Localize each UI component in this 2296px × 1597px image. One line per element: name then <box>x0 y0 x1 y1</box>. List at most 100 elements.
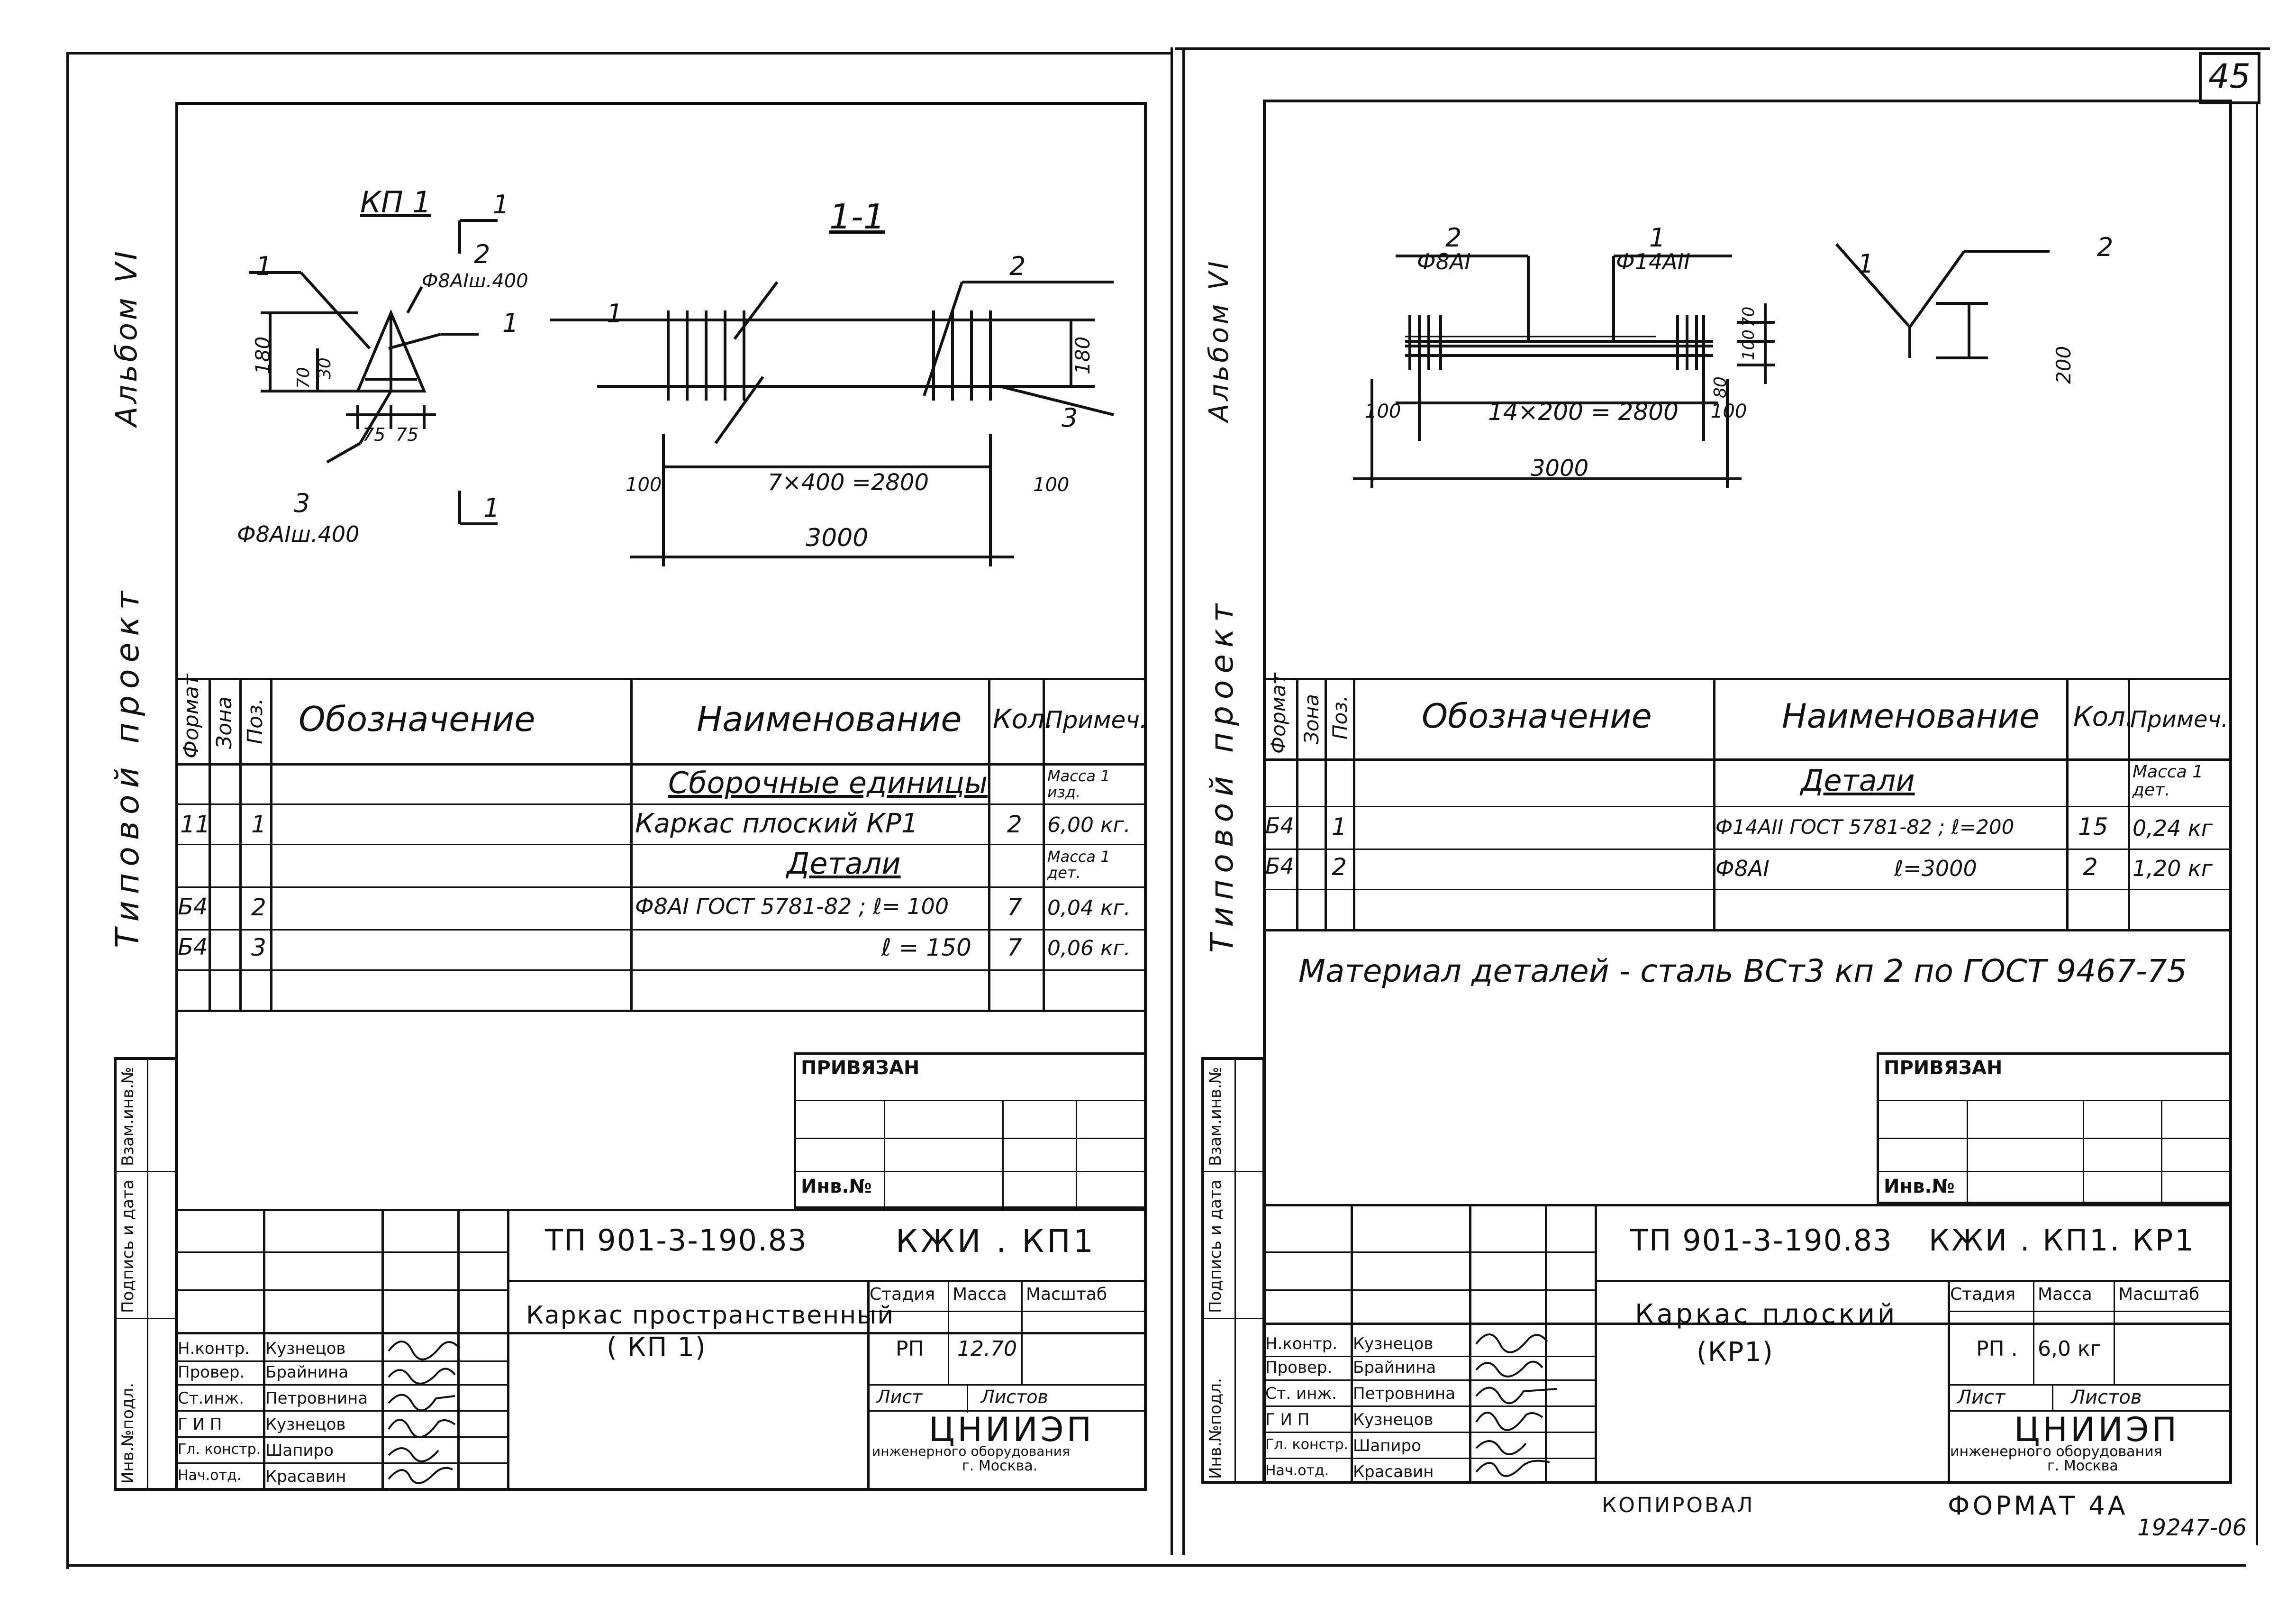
left-side-strip <box>114 1057 178 1491</box>
left-role-2: Ст.инж. <box>178 1389 245 1408</box>
left-person-0: Кузнецов <box>265 1339 346 1358</box>
right-title-2: (КР1) <box>1697 1337 1774 1368</box>
left-doc-code: ТП 901-3-190.83 <box>545 1223 808 1258</box>
row3-format: Б4 <box>178 894 208 920</box>
row3-note: 0,04 кг. <box>1047 896 1131 920</box>
r-row1-note: 0,24 кг <box>2133 815 2213 841</box>
r-hdr-designation: Обозначение <box>1422 697 1652 736</box>
r-row1-name: Ф14АII ГОСТ 5781-82 ; ℓ=200 <box>1715 815 2015 839</box>
label-1b: 1 <box>502 308 519 338</box>
row4-pos: 3 <box>251 934 266 961</box>
r-bar-note-right: Ф14АII <box>1616 249 1690 274</box>
left-role-0: Н.контр. <box>178 1339 250 1358</box>
r-row1-qty: 15 <box>2078 813 2108 840</box>
left-stage: РП <box>896 1337 924 1361</box>
r-hdr-note: Примеч. <box>2130 706 2229 733</box>
r-label-2a: 2 <box>1445 223 1462 253</box>
left-org-name: ЦНИИЭП <box>929 1410 1095 1449</box>
label-3b: 3 <box>294 488 310 518</box>
right-side-inv-replace: Взам.инв.№ <box>1206 1067 1225 1166</box>
right-sheet-code: КЖИ . КП1. КР1 <box>1929 1223 2196 1258</box>
row1-format: 11 <box>180 811 210 838</box>
right-sheet-label: Лист <box>1957 1387 2006 1408</box>
r-hdr-zone: Зона <box>1300 694 1323 744</box>
right-person-0: Кузнецов <box>1353 1334 1434 1353</box>
page-fold-left <box>1171 47 1173 1555</box>
r-row2-format: Б4 <box>1265 853 1294 879</box>
r-bar-note-left: Ф8АI <box>1417 249 1471 274</box>
section-title: 1-1 <box>829 197 885 237</box>
row4-format: Б4 <box>178 934 208 960</box>
r-label-2b: 2 <box>2097 232 2114 262</box>
r-dim-100: 100 <box>1739 329 1758 360</box>
dim-3000: 3000 <box>806 524 869 552</box>
row4-qty: 7 <box>1007 934 1022 961</box>
right-drawing <box>1353 243 2050 488</box>
hdr-format: Формат <box>179 674 203 758</box>
row2-name: Детали <box>787 846 901 881</box>
right-role-4: Гл. констр. <box>1265 1436 1349 1453</box>
r-row2-note: 1,20 кг <box>2133 856 2213 881</box>
left-person-1: Брайнина <box>265 1363 349 1382</box>
left-role-3: Г И П <box>178 1415 222 1434</box>
row1-note: 6,00 кг. <box>1047 813 1131 837</box>
left-person-5: Красавин <box>265 1467 346 1486</box>
row0-name: Сборочные единицы <box>668 766 988 800</box>
left-role-4: Гл. констр. <box>178 1441 261 1458</box>
side-signature-date: Подпись и дата <box>118 1179 137 1313</box>
right-frame <box>1263 100 2232 1484</box>
hdr-qty: Кол. <box>993 704 1053 735</box>
dim-180-left: 180 <box>251 336 274 374</box>
page-bottom-edge <box>66 1564 2246 1567</box>
right-side-strip <box>1201 1057 1265 1484</box>
side-label-album: Альбом VI <box>109 248 144 427</box>
right-stage: РП . <box>1976 1337 2018 1361</box>
left-drawing <box>249 219 1114 566</box>
right-title-1: Каркас плоский <box>1635 1299 1898 1330</box>
right-doc-code: ТП 901-3-190.83 <box>1630 1223 1893 1258</box>
page-right-edge <box>2256 104 2258 1545</box>
label-1d: 1 <box>607 299 623 329</box>
right-side-label-project: Типовой проект <box>1204 597 1240 953</box>
page-left-edge <box>66 52 69 1569</box>
left-mass: 12.70 <box>957 1337 1017 1361</box>
material-note: Материал деталей - сталь ВСт3 кп 2 по ГО… <box>1298 953 2187 989</box>
bar-note-bottom: Ф8АIш.400 <box>237 521 360 547</box>
dim-7x400: 7×400 =2800 <box>768 469 929 496</box>
format-label: ФОРМАТ 4А <box>1948 1491 2128 1521</box>
r-row2-name: Ф8АI ℓ=3000 <box>1715 856 1977 881</box>
left-tied-label: ПРИВЯЗАН <box>801 1057 920 1079</box>
row3-name: Ф8АI ГОСТ 5781-82 ; ℓ= 100 <box>635 894 949 919</box>
r-label-1a: 1 <box>1649 223 1666 253</box>
right-sheets-label: Листов <box>2071 1387 2142 1408</box>
left-role-1: Провер. <box>178 1363 245 1382</box>
right-stage-label: Стадия <box>1950 1285 2016 1304</box>
row4-name: ℓ = 150 <box>881 934 971 961</box>
left-person-4: Шапиро <box>265 1441 334 1460</box>
right-tied-label: ПРИВЯЗАН <box>1884 1057 2003 1079</box>
right-mass-label: Масса <box>2038 1285 2092 1304</box>
right-scale-label: Масштаб <box>2118 1285 2200 1304</box>
row1-qty: 2 <box>1007 811 1022 838</box>
right-person-3: Кузнецов <box>1353 1410 1434 1429</box>
dim-75a: 75 <box>363 424 386 445</box>
label-2b: 2 <box>1009 251 1026 281</box>
right-role-1: Провер. <box>1265 1358 1333 1377</box>
left-inv-label: Инв.№ <box>801 1176 872 1197</box>
side-inv-replace: Взам.инв.№ <box>118 1067 137 1166</box>
view-title: КП 1 <box>360 185 431 219</box>
row1-pos: 1 <box>251 811 266 838</box>
side-inv-original: Инв.№подл. <box>118 1383 137 1484</box>
right-inv-label: Инв.№ <box>1884 1176 1955 1197</box>
right-org-name: ЦНИИЭП <box>2014 1410 2180 1449</box>
left-role-5: Нач.отд. <box>178 1467 242 1484</box>
side-label-project: Типовой проект <box>109 584 146 948</box>
r-row1-format: Б4 <box>1265 813 1294 839</box>
r-dim-100-right: 100 <box>1711 401 1747 422</box>
row3-qty: 7 <box>1007 894 1022 921</box>
label-1e: 1 <box>483 493 500 523</box>
label-3a: 3 <box>1062 403 1078 433</box>
dim-30: 30 <box>315 357 335 379</box>
dim-70: 70 <box>294 367 313 389</box>
right-person-5: Красавин <box>1353 1462 1434 1481</box>
